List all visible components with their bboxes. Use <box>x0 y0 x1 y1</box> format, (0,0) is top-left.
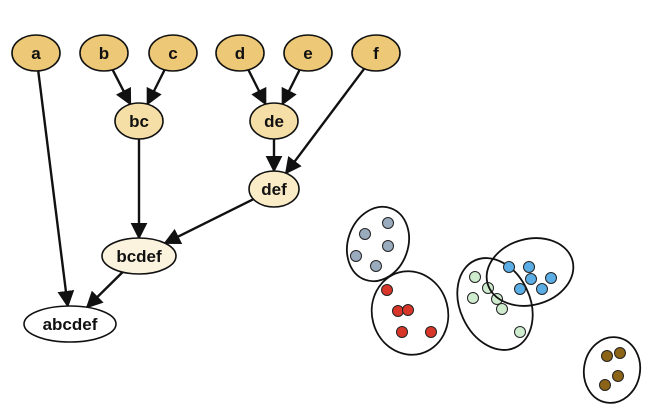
gray-cluster-point-1 <box>359 228 371 240</box>
blue-cluster-point-4 <box>545 272 557 284</box>
green-cluster-point-5 <box>496 303 508 315</box>
node-c: c <box>148 34 198 72</box>
red-cluster-point-1 <box>381 284 393 296</box>
node-bcdef-shape <box>101 237 177 275</box>
node-a: a <box>11 34 61 72</box>
red-cluster-point-4 <box>396 326 408 338</box>
node-bcdef: bcdef <box>101 237 177 275</box>
node-abcdef-shape <box>23 305 117 343</box>
gray-cluster-point-5 <box>370 260 382 272</box>
brown-cluster-point-4 <box>599 379 611 391</box>
green-cluster-point-6 <box>514 326 526 338</box>
red-cluster-point-5 <box>425 326 437 338</box>
node-abcdef-label: abcdef <box>43 315 98 334</box>
green-cluster-point-1 <box>469 271 481 283</box>
edge-def-to-bcdef <box>163 198 254 245</box>
node-d-shape <box>215 34 265 72</box>
edge-e-to-de <box>281 69 301 106</box>
blue-cluster-point-1 <box>503 261 515 273</box>
node-bc-label: bc <box>129 112 149 131</box>
brown-cluster <box>582 336 642 404</box>
blue-cluster <box>485 237 575 307</box>
gray-cluster-boundary <box>346 205 410 283</box>
gray-cluster <box>346 205 410 283</box>
node-a-label: a <box>31 44 41 63</box>
node-d-label: d <box>235 44 245 63</box>
brown-cluster-point-1 <box>601 350 613 362</box>
cluster-scatter <box>346 205 642 404</box>
node-de-label: de <box>264 112 284 131</box>
red-cluster-point-2 <box>392 305 404 317</box>
edge-c-to-bc <box>146 69 166 106</box>
edge-bcdef-to-abcdef <box>85 271 124 309</box>
node-b-shape <box>79 34 129 72</box>
green-cluster-boundary <box>456 257 534 351</box>
edge-a-to-abcdef <box>37 70 75 308</box>
gray-cluster-point-2 <box>382 217 394 229</box>
edge-d-to-de <box>247 69 267 106</box>
node-c-shape <box>148 34 198 72</box>
red-cluster-boundary <box>370 270 450 356</box>
node-bc: bc <box>114 102 164 140</box>
node-b-label: b <box>99 44 109 63</box>
brown-cluster-point-3 <box>612 370 624 382</box>
red-cluster <box>370 270 450 356</box>
red-cluster-point-3 <box>402 304 414 316</box>
node-b: b <box>79 34 129 72</box>
green-cluster <box>456 257 534 351</box>
node-f: f <box>351 34 401 72</box>
node-e-shape <box>283 34 333 72</box>
node-f-shape <box>351 34 401 72</box>
brown-cluster-point-2 <box>614 347 626 359</box>
brown-cluster-boundary <box>582 336 642 404</box>
node-de: de <box>249 102 299 140</box>
blue-cluster-point-3 <box>525 273 537 285</box>
node-def-label: def <box>261 180 287 199</box>
node-de-shape <box>249 102 299 140</box>
node-def: def <box>248 170 300 208</box>
blue-cluster-boundary <box>485 237 575 307</box>
node-f-label: f <box>373 44 379 63</box>
blue-cluster-point-5 <box>514 283 526 295</box>
node-c-label: c <box>168 44 177 63</box>
node-e: e <box>283 34 333 72</box>
node-bcdef-label: bcdef <box>116 247 162 266</box>
green-cluster-point-3 <box>467 292 479 304</box>
blue-cluster-point-2 <box>523 261 535 273</box>
node-d: d <box>215 34 265 72</box>
node-a-shape <box>11 34 61 72</box>
node-e-label: e <box>303 44 312 63</box>
blue-cluster-point-6 <box>536 283 548 295</box>
gray-cluster-point-4 <box>350 250 362 262</box>
edge-b-to-bc <box>111 69 132 106</box>
node-def-shape <box>248 170 300 208</box>
node-bc-shape <box>114 102 164 140</box>
dendrogram-edges <box>37 67 366 309</box>
edge-f-to-def <box>284 67 366 175</box>
gray-cluster-point-3 <box>382 240 394 252</box>
node-abcdef: abcdef <box>23 305 117 343</box>
